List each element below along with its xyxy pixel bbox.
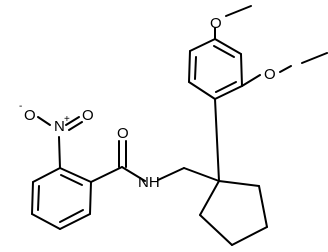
bond-aryl-3 xyxy=(188,81,216,100)
bond-aryl-5 xyxy=(240,53,243,87)
bond-aryl-quaternary xyxy=(214,98,220,182)
bond-aryl-o-right xyxy=(241,74,261,87)
bond-phenyl-1 xyxy=(59,167,92,183)
bond-phenyl-4 xyxy=(31,213,61,230)
bond-quaternary-ch2 xyxy=(183,167,220,182)
bond-nitro-o-minus xyxy=(37,116,51,126)
bond-cp-4 xyxy=(258,185,268,228)
bond-o-right-methyl xyxy=(279,65,292,73)
atom-nitro-n: N xyxy=(54,118,65,135)
bond-phenyl-inner-3 xyxy=(59,209,84,223)
bond-aryl-6 xyxy=(214,38,242,55)
bond-aryl-4 xyxy=(214,85,243,100)
bond-phenyl-5 xyxy=(59,213,91,230)
atom-nitro-o-minus: O xyxy=(24,107,36,124)
bond-aryl-inner-1 xyxy=(194,56,197,80)
atom-labels: O O O NH N + O O - xyxy=(19,15,276,191)
atom-nitro-o-double: O xyxy=(82,107,94,124)
nitro-n-positive-charge: + xyxy=(64,114,70,125)
bond-phenyl-inner-1 xyxy=(60,174,83,186)
bond-phenyl-2 xyxy=(32,167,61,183)
bond-nh-carbonyl xyxy=(121,166,146,182)
bond-carbonyl-phenyl xyxy=(90,166,123,183)
atom-methoxy-o-top: O xyxy=(210,15,222,32)
atom-amide-o: O xyxy=(117,125,129,142)
bond-aryl-1 xyxy=(189,38,216,52)
atom-amide-nh: NH xyxy=(138,174,160,191)
bond-cp-2 xyxy=(199,214,233,246)
bond-aryl-2 xyxy=(188,50,191,83)
bond-aryl-inner-3 xyxy=(213,45,235,58)
bond-cp-1 xyxy=(199,180,220,216)
atom-methoxy-o-right: O xyxy=(264,66,276,83)
bond-phenyl-nitro xyxy=(58,136,61,169)
bond-aryl-inner-2 xyxy=(215,81,237,93)
bond-cp-5 xyxy=(218,180,260,187)
bond-nitro-o-double-1 xyxy=(65,116,80,126)
bond-nitro-o-double-2 xyxy=(68,121,83,131)
bond-phenyl-6 xyxy=(89,181,92,215)
bond-phenyl-3 xyxy=(31,181,34,215)
bond-lines xyxy=(31,5,328,246)
nitro-o-negative-charge: - xyxy=(19,101,22,112)
bond-cp-3 xyxy=(231,226,268,246)
bond-methyl-o-top xyxy=(225,5,252,17)
bond-methyl-o-right xyxy=(301,52,328,64)
bond-phenyl-inner-2 xyxy=(37,185,40,211)
bond-ch2-nh xyxy=(157,167,185,181)
